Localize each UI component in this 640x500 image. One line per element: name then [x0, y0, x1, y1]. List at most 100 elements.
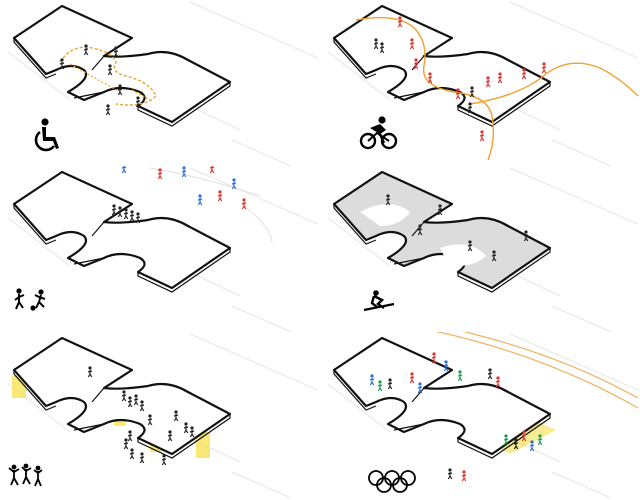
bike-path-a	[355, 16, 495, 161]
wheelchair-user	[59, 58, 65, 70]
skier-icon	[363, 290, 395, 312]
cycling-route	[355, 16, 639, 161]
wheelchair-user	[83, 44, 89, 56]
athlete	[387, 378, 393, 390]
skier	[385, 194, 391, 206]
route-path	[59, 46, 157, 106]
wheelchair-icon	[34, 118, 59, 152]
athlete	[495, 376, 501, 388]
roof-fold	[73, 387, 105, 431]
roof-edge	[333, 370, 551, 459]
event-attendee	[129, 448, 135, 460]
cycling-panel	[320, 0, 640, 166]
athlete	[537, 434, 543, 446]
football-players	[111, 166, 247, 224]
athlete	[521, 430, 527, 442]
roof-outline	[12, 170, 232, 290]
event-attendee	[133, 394, 139, 406]
pedestrian	[469, 86, 475, 98]
football-diagram	[7, 166, 319, 332]
event-attendee	[127, 396, 133, 408]
skiers	[385, 194, 529, 262]
event-attendee	[123, 438, 129, 450]
dancers-icon	[8, 463, 43, 487]
roof-edge	[333, 204, 551, 293]
roof-slab	[332, 336, 552, 459]
football-player	[157, 168, 163, 180]
cyclist	[485, 76, 491, 88]
roof-slab	[332, 4, 552, 127]
spectator	[135, 212, 141, 224]
athlete	[487, 368, 493, 380]
cycling-diagram	[327, 1, 639, 166]
athlete	[457, 370, 463, 382]
event-attendee	[189, 426, 195, 438]
event-attendee	[127, 430, 133, 442]
football-player	[181, 166, 187, 178]
cyclists	[373, 16, 547, 142]
event-attendee	[161, 454, 167, 466]
wheelchair-user	[113, 46, 119, 58]
event-attendee	[173, 410, 179, 422]
athlete	[431, 352, 437, 364]
athlete	[503, 434, 509, 446]
cyclist	[497, 72, 503, 84]
yellow-screen	[12, 376, 26, 398]
skier	[437, 204, 443, 216]
accessibility-panel	[0, 0, 320, 166]
track-lane	[463, 332, 639, 399]
ski-run	[360, 204, 486, 266]
skier	[417, 224, 423, 236]
pedestrian	[467, 102, 473, 114]
accessibility-diagram	[7, 1, 319, 166]
event-attendee	[183, 422, 189, 434]
football-panel	[0, 166, 320, 332]
football-player	[197, 194, 203, 206]
football-player	[231, 178, 237, 190]
roof-outline	[332, 170, 552, 290]
skier	[467, 240, 473, 252]
roof-outline	[332, 4, 552, 124]
events-diagram	[7, 333, 319, 498]
wheelchair-users	[59, 44, 141, 116]
athlete	[529, 440, 535, 452]
event-attendee	[139, 400, 145, 412]
roof-fold	[393, 387, 425, 431]
cyclist	[427, 72, 433, 84]
football-player	[241, 198, 247, 210]
pedestrian	[379, 42, 385, 54]
roof-edge	[13, 38, 231, 127]
athlete	[447, 468, 453, 480]
roof-edge	[13, 204, 231, 293]
roof-edge	[333, 38, 551, 127]
spectator	[123, 208, 129, 220]
cyclist	[521, 68, 527, 80]
cyclist	[413, 58, 419, 70]
football-player	[209, 166, 215, 174]
events-panel	[0, 332, 320, 498]
running-track	[436, 332, 639, 409]
cyclist	[397, 16, 403, 28]
roof-fold	[73, 221, 105, 265]
wheelchair-user	[135, 96, 141, 108]
olympics-panel	[320, 332, 640, 498]
cyclist	[479, 130, 485, 142]
olympics-diagram	[327, 332, 639, 498]
skier	[523, 230, 529, 242]
roof-slab	[12, 170, 232, 293]
olympic-rings-icon	[368, 470, 416, 493]
skier	[491, 250, 497, 262]
cyclist	[409, 38, 415, 50]
accessible-route	[59, 46, 157, 106]
cyclist	[541, 62, 547, 74]
skiing-panel	[320, 166, 640, 332]
roof-outline	[332, 336, 552, 456]
athletes	[369, 352, 543, 482]
event-attendee	[139, 452, 145, 464]
football-player	[121, 166, 127, 174]
roof-fold	[393, 221, 425, 265]
pedestrian	[373, 38, 379, 50]
athlete	[513, 438, 519, 450]
cyclist	[455, 88, 461, 100]
roof-fold	[73, 55, 105, 99]
